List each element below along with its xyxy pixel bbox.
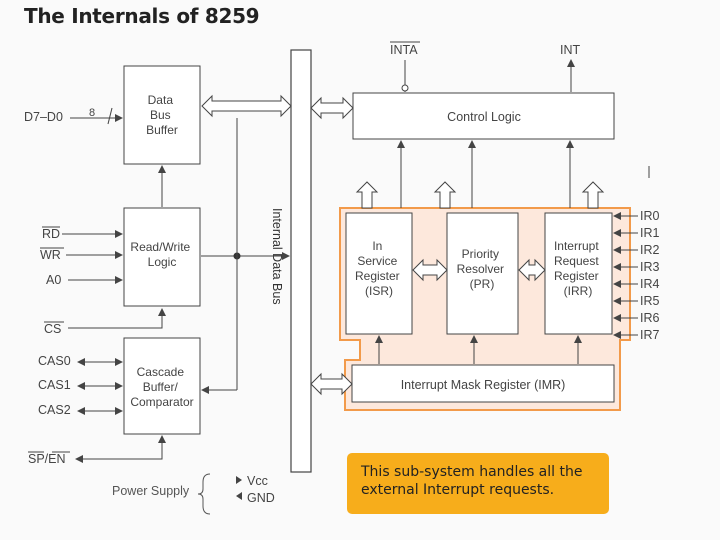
irr-label: Interrupt Request Register (IRR) bbox=[554, 239, 602, 298]
bus-width-label: 8 bbox=[89, 107, 95, 119]
vcc-label: Vcc bbox=[247, 474, 268, 488]
inta-bubble bbox=[401, 84, 409, 92]
internal-data-bus bbox=[290, 49, 312, 473]
sp-en-pin: SP/EN bbox=[28, 452, 66, 466]
vcc-arrow bbox=[236, 476, 242, 484]
cascade-buffer bbox=[123, 337, 201, 435]
ir-label: IR3 bbox=[640, 260, 660, 274]
read-write-logic-label: Read/Write Logic bbox=[130, 240, 193, 269]
cas1-pin: CAS1 bbox=[38, 378, 71, 392]
gnd-label: GND bbox=[247, 491, 275, 505]
irr-register bbox=[544, 212, 613, 335]
inta-pin: INTA bbox=[390, 43, 418, 57]
data-bus-buffer bbox=[123, 65, 201, 165]
int-pin: INT bbox=[560, 43, 581, 57]
imr-register bbox=[351, 364, 615, 403]
cascade-buffer-label: Cascade Buffer/ Comparator bbox=[130, 365, 193, 409]
gnd-arrow bbox=[236, 492, 242, 500]
bus-imr-arrow bbox=[310, 372, 353, 396]
cs-pin: CS bbox=[44, 322, 61, 336]
cs-line bbox=[68, 308, 166, 329]
pr-label: Priority Resolver (PR) bbox=[457, 247, 508, 291]
irr-up-arrow bbox=[581, 181, 605, 209]
ir-label: IR1 bbox=[640, 226, 660, 240]
data-pins-label: D7–D0 bbox=[24, 110, 63, 124]
imr-label: Interrupt Mask Register (IMR) bbox=[401, 378, 566, 392]
priority-resolver bbox=[446, 212, 519, 335]
isr-up-arrow bbox=[355, 181, 379, 209]
ir-label: IR6 bbox=[640, 311, 660, 325]
ir-label: IR7 bbox=[640, 328, 660, 342]
control-bus-arrow bbox=[310, 96, 354, 120]
wr-pin: WR bbox=[40, 248, 61, 262]
ir-label: IR5 bbox=[640, 294, 660, 308]
isr-register bbox=[345, 212, 413, 335]
data-bus-buffer-label: Data Bus Buffer bbox=[146, 93, 178, 137]
isr-pr-arrow bbox=[412, 258, 448, 282]
pr-up-arrow bbox=[433, 181, 457, 209]
isr-label: In Service Register (ISR) bbox=[355, 239, 403, 298]
bus-width-tick bbox=[107, 107, 113, 125]
ir-label: IR0 bbox=[640, 209, 660, 223]
rd-pin: RD bbox=[42, 227, 60, 241]
power-brace bbox=[197, 473, 211, 515]
a0-pin: A0 bbox=[46, 273, 61, 287]
cas0-pin: CAS0 bbox=[38, 354, 71, 368]
page-title: The Internals of 8259 bbox=[24, 4, 260, 28]
control-logic-label: Control Logic bbox=[447, 110, 521, 124]
cas2-pin: CAS2 bbox=[38, 403, 71, 417]
dbb-bus-arrow bbox=[201, 94, 292, 118]
ir-label: IR2 bbox=[640, 243, 660, 257]
ir-label: IR4 bbox=[640, 277, 660, 291]
control-logic bbox=[352, 92, 615, 140]
power-supply-label: Power Supply bbox=[112, 484, 190, 498]
pr-irr-arrow bbox=[518, 258, 546, 282]
read-write-logic bbox=[123, 207, 201, 307]
callout-note: This sub-system handles all the external… bbox=[347, 453, 609, 514]
sp-en-line bbox=[75, 435, 166, 463]
